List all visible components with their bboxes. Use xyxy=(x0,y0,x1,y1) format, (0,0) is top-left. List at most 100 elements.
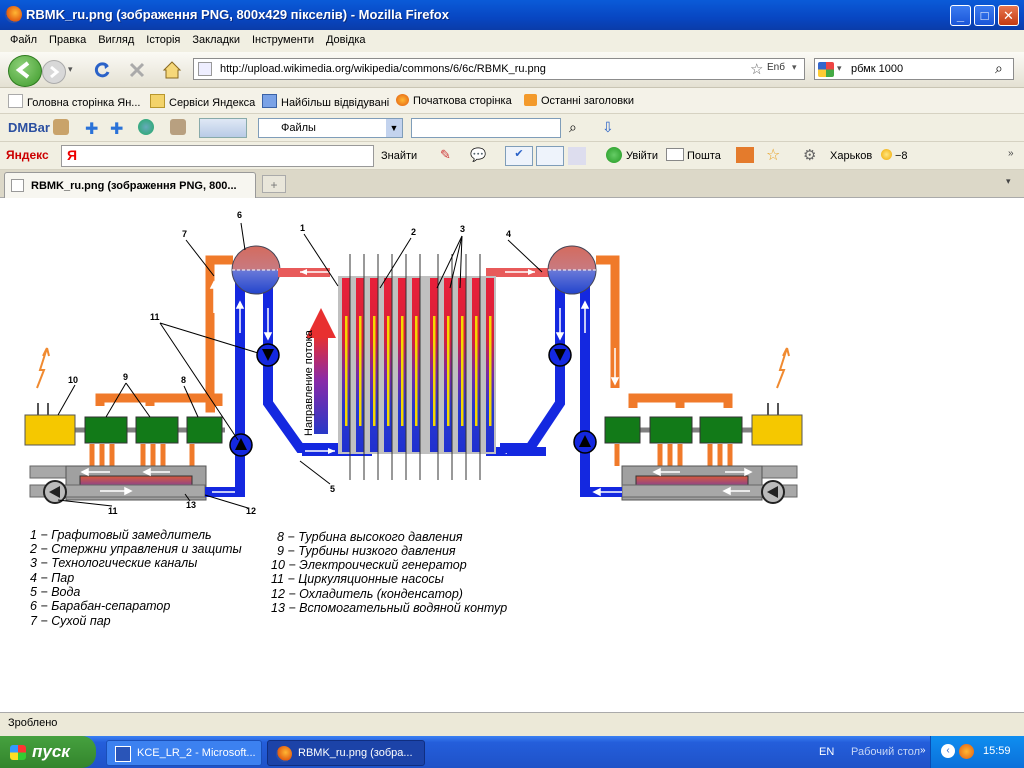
dmbar-logo: DMBar xyxy=(8,120,50,135)
url-dropdown-icon[interactable]: ▾ xyxy=(792,62,797,72)
bookmarks-toolbar: Головна сторінка Ян... Сервіси Яндекса Н… xyxy=(0,88,1024,114)
chat-icon[interactable]: 💬 xyxy=(470,147,487,162)
tab-list-icon[interactable]: ▾ xyxy=(1006,176,1011,186)
taskbar-item-word[interactable]: KCE_LR_2 - Microsoft... xyxy=(106,740,262,766)
dictionary-icon[interactable] xyxy=(568,147,586,165)
callout-3: 3 xyxy=(460,224,465,234)
toolbar-overflow-icon[interactable]: » xyxy=(1008,148,1014,159)
bookmark-most-visited[interactable]: Найбільш відвідувані xyxy=(262,94,389,109)
history-dropdown-icon[interactable]: ▾ xyxy=(68,64,73,74)
tray-arrow-icon[interactable]: ‹ xyxy=(941,744,955,758)
water-header-left xyxy=(302,447,372,456)
hand-drag-button[interactable] xyxy=(199,118,247,138)
pen-icon[interactable]: ✎ xyxy=(440,147,451,162)
weather-city[interactable]: Харьков xyxy=(830,150,873,162)
yandex-search-input[interactable]: Я xyxy=(61,145,374,167)
fuel-rod xyxy=(415,316,418,426)
search-icon[interactable]: ⌕ xyxy=(995,60,1003,76)
lp-turbine-right-1 xyxy=(649,416,693,444)
bookmark-label: Головна сторінка Ян... xyxy=(27,97,141,109)
legend-item: 10 − Электроический генератор xyxy=(271,558,467,572)
search-icon[interactable]: ⌕ xyxy=(569,119,577,135)
url-text: http://upload.wikimedia.org/wikipedia/co… xyxy=(220,63,546,75)
callout-8: 8 xyxy=(181,375,186,385)
start-button[interactable]: пуск xyxy=(0,736,96,768)
desktop-toolbar[interactable]: Рабочий стол xyxy=(851,746,921,758)
close-button[interactable]: ✕ xyxy=(998,5,1019,26)
google-icon[interactable] xyxy=(818,62,834,77)
translate-icon[interactable] xyxy=(536,146,564,166)
reload-icon[interactable] xyxy=(92,60,112,80)
star-icon[interactable]: ☆ xyxy=(750,61,764,78)
legend-item: 9 − Турбины низкого давления xyxy=(277,544,456,558)
folder-select[interactable]: Файлы xyxy=(258,118,403,138)
bookmark-latest-headlines[interactable]: Останні заголовки xyxy=(524,94,634,107)
fuel-rod xyxy=(387,316,390,426)
window-titlebar: RBMK_ru.png (зображення PNG, 800x429 пік… xyxy=(0,0,1024,30)
sun-icon xyxy=(881,149,892,160)
tab-rbmk[interactable]: RBMK_ru.png (зображення PNG, 800... xyxy=(4,172,256,198)
menu-view[interactable]: Вигляд xyxy=(98,34,135,46)
clock[interactable]: 15:59 xyxy=(983,745,1011,757)
power-output-right xyxy=(776,347,790,389)
taskbar-item-firefox[interactable]: RBMK_ru.png (зобра... xyxy=(267,740,425,766)
dm-search-input[interactable] xyxy=(411,118,561,138)
dm-toolbar: DMBar ✚ ✚ Файлы ▼ ⌕ ⇩ xyxy=(0,114,1024,142)
fuel-rod xyxy=(447,316,450,426)
flow-arrows xyxy=(80,280,753,497)
maximize-button[interactable]: □ xyxy=(974,5,995,26)
star-icon[interactable]: ☆ xyxy=(766,147,781,164)
add-multi-icon[interactable]: ✚ xyxy=(110,121,124,138)
bookmark-yandex-services[interactable]: Сервіси Яндекса xyxy=(150,94,255,109)
chevron-down-icon[interactable]: ▼ xyxy=(386,119,402,137)
windows-logo-icon xyxy=(10,745,26,760)
stop-icon[interactable] xyxy=(127,60,147,80)
add-icon[interactable]: ✚ xyxy=(85,121,99,138)
home-icon[interactable] xyxy=(161,59,183,81)
flow-direction-arrow xyxy=(306,308,336,338)
tools-icon[interactable] xyxy=(170,119,186,135)
forward-button[interactable] xyxy=(42,60,66,84)
menu-tools[interactable]: Інструменти xyxy=(251,34,314,46)
menu-file[interactable]: Файл xyxy=(10,34,38,46)
search-bar[interactable]: ▾ рбмк 1000 ⌕ xyxy=(814,58,1014,80)
minimize-button[interactable]: _ xyxy=(950,5,971,26)
toolbar-chevron-icon[interactable]: » xyxy=(920,745,926,756)
bookmark-start-page[interactable]: Початкова сторінка xyxy=(396,94,512,107)
language-indicator[interactable]: EN xyxy=(819,746,835,758)
globe-icon[interactable] xyxy=(138,119,154,135)
firefox-icon xyxy=(5,6,22,23)
menu-edit[interactable]: Правка xyxy=(49,34,87,46)
mail-button[interactable]: Пошта xyxy=(687,150,721,162)
rbmk-diagram: Направление потока xyxy=(24,210,803,516)
flow-direction-label: Направление потока xyxy=(303,329,315,436)
hp-turbine-left xyxy=(186,416,223,444)
search-input[interactable]: рбмк 1000 xyxy=(851,63,904,75)
yandex-logo[interactable]: Яндекс xyxy=(6,148,49,162)
legend-item: 12 − Охладитель (конденсатор) xyxy=(271,587,463,601)
legend-item: 8 − Турбина высокого давления xyxy=(277,530,463,544)
back-button[interactable] xyxy=(8,55,42,87)
gear-icon[interactable]: ⚙ xyxy=(803,147,817,164)
engine-dropdown-icon[interactable]: ▾ xyxy=(837,63,842,73)
url-bar[interactable]: http://upload.wikimedia.org/wikipedia/co… xyxy=(193,58,805,80)
legend-item: 2 − Стержни управления и защиты xyxy=(30,542,242,556)
dm-settings-icon[interactable] xyxy=(53,119,69,135)
menu-bar: Файл Правка Вигляд Історія Закладки Інструмен… xyxy=(0,30,1024,52)
callout-11b: 11 xyxy=(108,506,118,516)
fuel-rod xyxy=(489,316,492,426)
download-icon[interactable]: ⇩ xyxy=(602,119,614,135)
dry-steam-pipe-left xyxy=(205,255,233,413)
find-button[interactable]: Знайти xyxy=(381,150,418,162)
spellcheck-icon[interactable]: ✔ xyxy=(505,146,533,166)
tray-app-icon[interactable] xyxy=(959,744,974,759)
bookmark-label: Найбільш відвідувані xyxy=(281,97,390,109)
bookmark-yandex-home[interactable]: Головна сторінка Ян... xyxy=(8,94,140,109)
menu-bookmarks[interactable]: Закладки xyxy=(192,34,240,46)
mail-icon xyxy=(666,148,684,161)
bookmark-yandex-icon[interactable] xyxy=(736,147,754,163)
new-tab-button[interactable]: + xyxy=(262,175,286,193)
menu-history[interactable]: Історія xyxy=(146,34,181,46)
login-button[interactable]: Увійти xyxy=(626,150,658,162)
menu-help[interactable]: Довідка xyxy=(325,34,366,46)
